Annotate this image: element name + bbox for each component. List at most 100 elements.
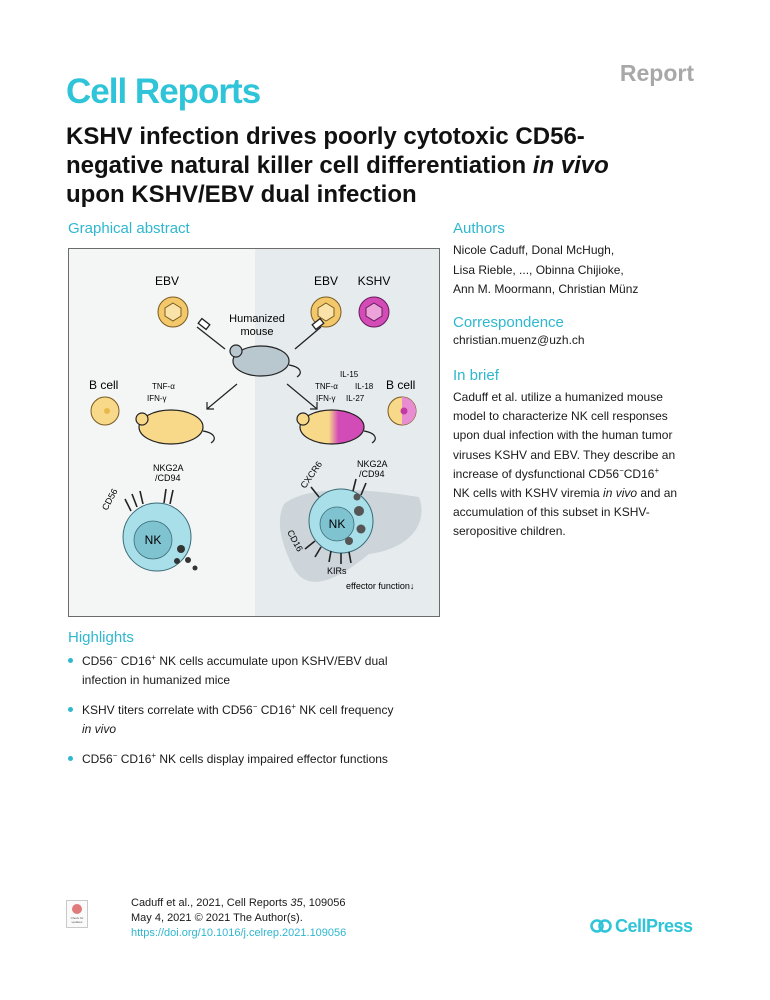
superscript: + bbox=[151, 751, 157, 760]
syringe-icon bbox=[294, 317, 325, 350]
brief-italic: in vivo bbox=[603, 486, 638, 501]
humanized-mouse-icon bbox=[229, 344, 301, 378]
ga-label-nkg2a-right: NKG2A bbox=[357, 459, 388, 469]
ga-label-il15: IL-15 bbox=[340, 370, 359, 379]
correspondence-email[interactable]: christian.muenz@uzh.ch bbox=[453, 333, 585, 347]
correspondence-heading: Correspondence bbox=[453, 314, 564, 331]
citation-block: Caduff et al., 2021, Cell Reports 35, 10… bbox=[131, 896, 346, 941]
nk-cell-right-icon bbox=[304, 478, 374, 564]
highlights-list: CD56− CD16+ NK cells accumulate upon KSH… bbox=[68, 652, 438, 780]
highlight-item: CD56− CD16+ NK cells display impaired ef… bbox=[68, 750, 438, 769]
author-line: Ann M. Moormann, Christian Münz bbox=[453, 282, 639, 296]
in-brief-text: Caduff et al. utilize a humanized mouse … bbox=[453, 388, 708, 542]
citation-volume: 35 bbox=[290, 897, 303, 909]
title-italic: in vivo bbox=[532, 152, 609, 179]
ga-label-ifn-left: IFN-γ bbox=[147, 394, 167, 403]
brief-line: accumulation of this subset in KSHV- bbox=[453, 505, 650, 520]
hl-text: CD16 bbox=[257, 703, 292, 717]
hl-text: NK cells display impaired effector funct… bbox=[156, 752, 388, 766]
doi-link[interactable]: https://doi.org/10.1016/j.celrep.2021.10… bbox=[131, 927, 347, 939]
ga-label-nkg2a-left: NKG2A bbox=[153, 463, 184, 473]
hl-text: CD16 bbox=[117, 752, 152, 766]
ga-label-mouse: mouse bbox=[240, 326, 273, 338]
ga-label-humanized: Humanized bbox=[229, 313, 285, 325]
b-cell-infected-icon bbox=[387, 396, 417, 426]
hl-italic: in vivo bbox=[82, 722, 117, 736]
highlight-item: KSHV titers correlate with CD56− CD16+ N… bbox=[68, 701, 438, 739]
ga-label-il27: IL-27 bbox=[346, 394, 365, 403]
hl-text: CD56 bbox=[82, 752, 113, 766]
brief-line: Caduff et al. utilize a humanized mouse bbox=[453, 390, 663, 404]
ga-label-effector: effector function↓ bbox=[346, 581, 414, 591]
title-line: negative natural killer cell differentia… bbox=[66, 151, 706, 180]
superscript: − bbox=[112, 653, 118, 662]
b-cell-nucleus bbox=[104, 408, 110, 414]
brief-line: upon dual infection with the human tumor bbox=[453, 428, 673, 443]
title-line: KSHV infection drives poorly cytotoxic C… bbox=[66, 123, 585, 150]
hl-text: CD16 bbox=[117, 654, 152, 668]
syringe-icon bbox=[196, 317, 226, 350]
superscript: − bbox=[112, 751, 118, 760]
ga-label-ebv-right: EBV bbox=[314, 274, 338, 288]
ga-label-tnf-right: TNF-α bbox=[315, 382, 338, 391]
superscript-minus: − bbox=[619, 465, 624, 475]
citation-line: May 4, 2021 © 2021 The Author(s). bbox=[131, 912, 303, 924]
publisher-logo: CellPress bbox=[590, 915, 693, 937]
ga-label-cd56: CD56 bbox=[100, 487, 120, 512]
authors-list: Nicole Caduff, Donal McHugh, Lisa Rieble… bbox=[453, 241, 713, 300]
brief-line: viruses KSHV and EBV. They describe an bbox=[453, 447, 676, 462]
bullet-icon bbox=[68, 707, 73, 712]
ga-label-il18: IL-18 bbox=[355, 382, 374, 391]
brief-line: seropositive children. bbox=[453, 524, 566, 539]
author-line: Lisa Rieble, ..., Obinna Chijioke, bbox=[453, 262, 624, 277]
ebv-infected-mouse-icon bbox=[135, 409, 215, 445]
ga-label-bcell-right: B cell bbox=[386, 378, 415, 392]
graphical-abstract-heading: Graphical abstract bbox=[68, 220, 190, 237]
ga-label-tnf-left: TNF-α bbox=[152, 382, 175, 391]
author-line: Nicole Caduff, Donal McHugh, bbox=[453, 243, 615, 257]
brief-text: NK cells with KSHV viremia bbox=[453, 486, 604, 501]
citation-text: Caduff et al., 2021, Cell Reports bbox=[131, 897, 291, 909]
graphical-abstract-figure: EBV EBV KSHV Humanized mouse bbox=[68, 248, 440, 617]
article-type-label: Report bbox=[619, 60, 694, 86]
hl-text: KSHV titers correlate with CD56 bbox=[82, 703, 253, 717]
ga-label-nk-right: NK bbox=[329, 517, 346, 531]
ga-label-ifn-right: IFN-γ bbox=[316, 394, 336, 403]
brief-line: model to characterize NK cell responses bbox=[453, 409, 668, 424]
ga-label-cd94-right: /CD94 bbox=[359, 469, 385, 479]
ga-label-kshv: KSHV bbox=[358, 274, 391, 288]
title-text: negative natural killer cell differentia… bbox=[66, 152, 533, 179]
superscript: − bbox=[252, 702, 258, 711]
brief-line: increase of dysfunctional CD56−CD16+ bbox=[453, 465, 708, 484]
ga-label-kirs: KIRs bbox=[327, 566, 347, 576]
graphical-abstract-svg: EBV EBV KSHV Humanized mouse bbox=[89, 249, 439, 616]
cellpress-logo-icon bbox=[590, 919, 612, 933]
publisher-name: CellPress bbox=[615, 915, 693, 936]
check-for-updates-badge[interactable]: Check for updates bbox=[66, 900, 88, 928]
journal-name: Cell Reports bbox=[66, 72, 261, 111]
bullet-icon bbox=[68, 658, 73, 663]
arrow-icon bbox=[206, 383, 238, 410]
citation-line: https://doi.org/10.1016/j.celrep.2021.10… bbox=[131, 926, 346, 941]
article-title: KSHV infection drives poorly cytotoxic C… bbox=[66, 122, 706, 209]
superscript: + bbox=[151, 653, 157, 662]
update-icon bbox=[72, 904, 82, 914]
nk-cell-left-icon bbox=[122, 488, 198, 572]
superscript-plus: + bbox=[654, 465, 660, 475]
hl-text: CD56 bbox=[82, 654, 113, 668]
bullet-icon bbox=[68, 756, 73, 761]
hl-text: NK cell frequency bbox=[296, 703, 394, 717]
citation-line: Caduff et al., 2021, Cell Reports 35, 10… bbox=[131, 896, 346, 911]
in-brief-heading: In brief bbox=[453, 367, 499, 384]
highlights-heading: Highlights bbox=[68, 629, 134, 646]
ga-label-ebv-left: EBV bbox=[155, 274, 179, 288]
superscript: + bbox=[291, 702, 297, 711]
brief-text: increase of dysfunctional CD56 bbox=[453, 466, 620, 481]
brief-text: CD16 bbox=[623, 466, 655, 481]
highlight-item: CD56− CD16+ NK cells accumulate upon KSH… bbox=[68, 652, 438, 690]
ebv-virus-icon bbox=[157, 296, 189, 328]
kshv-virus-icon bbox=[358, 296, 390, 328]
hl-text: infection in humanized mice bbox=[82, 673, 231, 687]
badge-text: Check for updates bbox=[70, 916, 84, 924]
hl-text: NK cells accumulate upon KSHV/EBV dual bbox=[156, 654, 388, 668]
